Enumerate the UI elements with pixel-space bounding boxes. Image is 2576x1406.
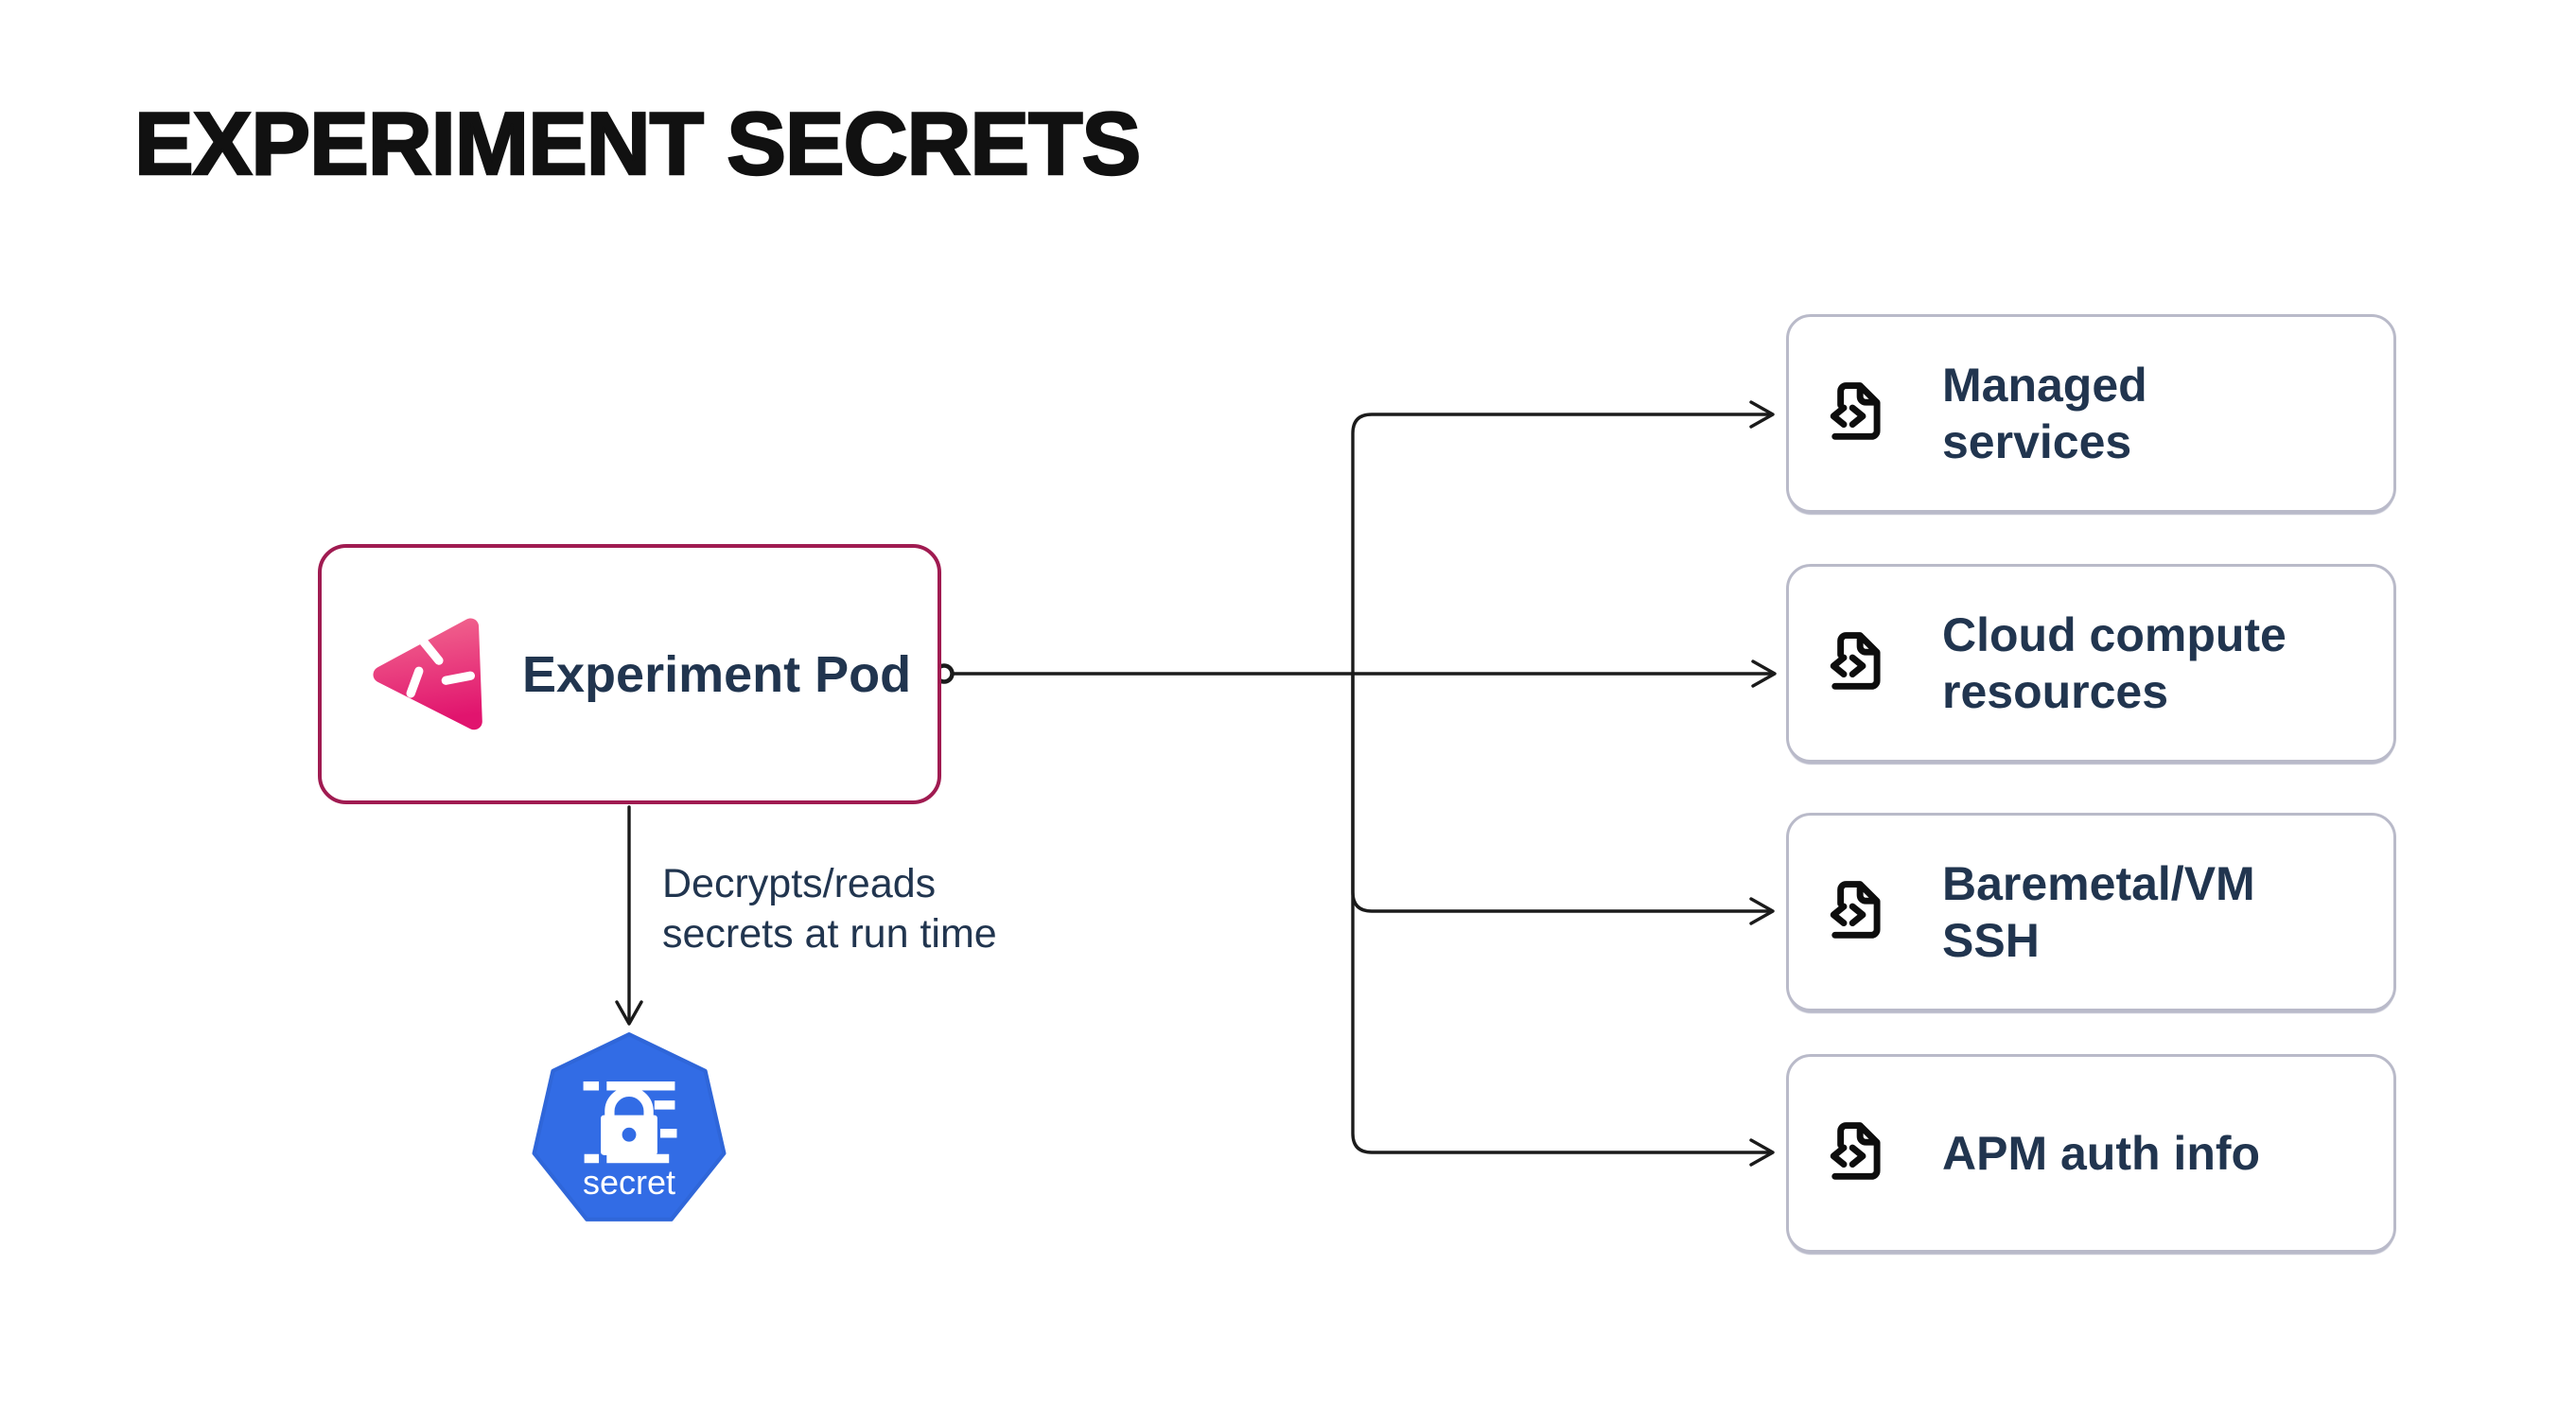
edge-to-baremetal: [1351, 672, 1772, 913]
arrowhead-apm: [1749, 1138, 1775, 1167]
edge-to-managed-services: [1351, 413, 1772, 676]
arrowhead-cloud-compute: [1751, 659, 1777, 688]
target-label: Baremetal/VM SSH: [1942, 857, 2255, 967]
arrowhead-secret: [615, 1000, 643, 1026]
target-apm-auth-info: APM auth info: [1786, 1054, 2396, 1253]
edge-annotation: Decrypts/reads secrets at run time: [662, 861, 997, 958]
target-baremetal-vm-ssh: Baremetal/VM SSH: [1786, 813, 2396, 1011]
experiment-pod-node: Experiment Pod: [318, 544, 941, 804]
experiment-pod-label: Experiment Pod: [522, 645, 912, 703]
target-managed-services: Managed services: [1786, 314, 2396, 513]
file-code-icon: [1830, 1122, 1881, 1180]
file-code-icon: [1830, 881, 1881, 939]
edge-to-apm: [1351, 672, 1772, 1154]
target-cloud-compute: Cloud compute resources: [1786, 564, 2396, 763]
target-label: Cloud compute resources: [1942, 608, 2287, 718]
litmus-chaos-icon: [373, 617, 482, 729]
file-code-icon: [1830, 632, 1881, 690]
page-title: EXPERIMENT SECRETS: [133, 93, 1143, 195]
kubernetes-secret-icon: [532, 1032, 727, 1221]
secret-node-label: secret: [582, 1163, 676, 1202]
target-label: Managed services: [1942, 359, 2147, 468]
file-code-icon: [1830, 382, 1881, 440]
arrowhead-managed-services: [1749, 400, 1775, 429]
arrowhead-baremetal: [1749, 897, 1775, 925]
target-label: APM auth info: [1942, 1127, 2261, 1180]
